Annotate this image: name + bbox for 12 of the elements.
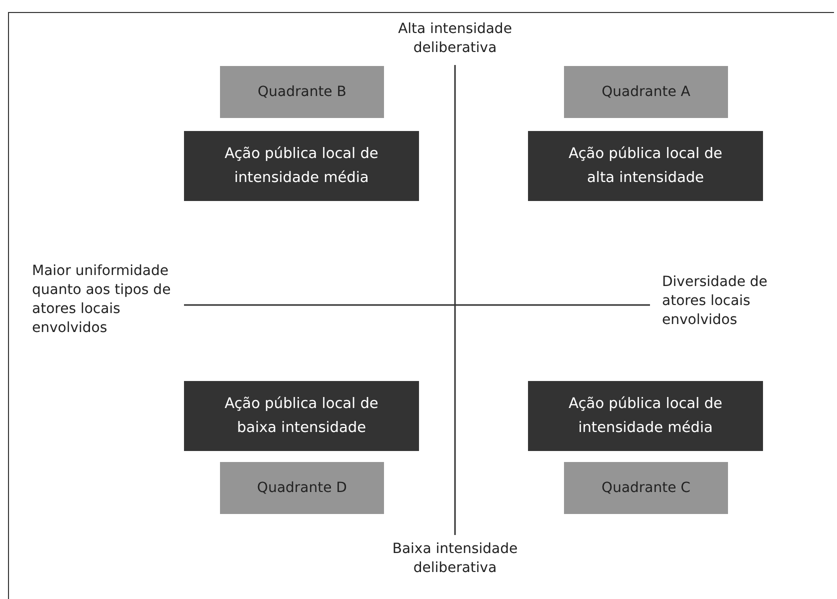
axis-label: Diversidade de atores locais envolvidos — [662, 273, 768, 330]
quadrant-box: Quadrante D — [220, 462, 384, 514]
quadrant-box: Quadrante B — [220, 66, 384, 118]
action-box: Ação pública local de alta intensidade — [528, 131, 763, 201]
axis-label: Alta intensidade deliberativa — [397, 20, 513, 58]
quadrant-box: Quadrante C — [564, 462, 728, 514]
action-box: Ação pública local de intensidade média — [184, 131, 419, 201]
axis-label: Baixa intensidade deliberativa — [391, 540, 519, 578]
quadrant-box: Quadrante A — [564, 66, 728, 118]
action-box: Ação pública local de intensidade média — [528, 381, 763, 451]
axis-label: Maior uniformidade quanto aos tipos de atores locais envolvidos — [32, 262, 172, 338]
action-box: Ação pública local de baixa intensidade — [184, 381, 419, 451]
